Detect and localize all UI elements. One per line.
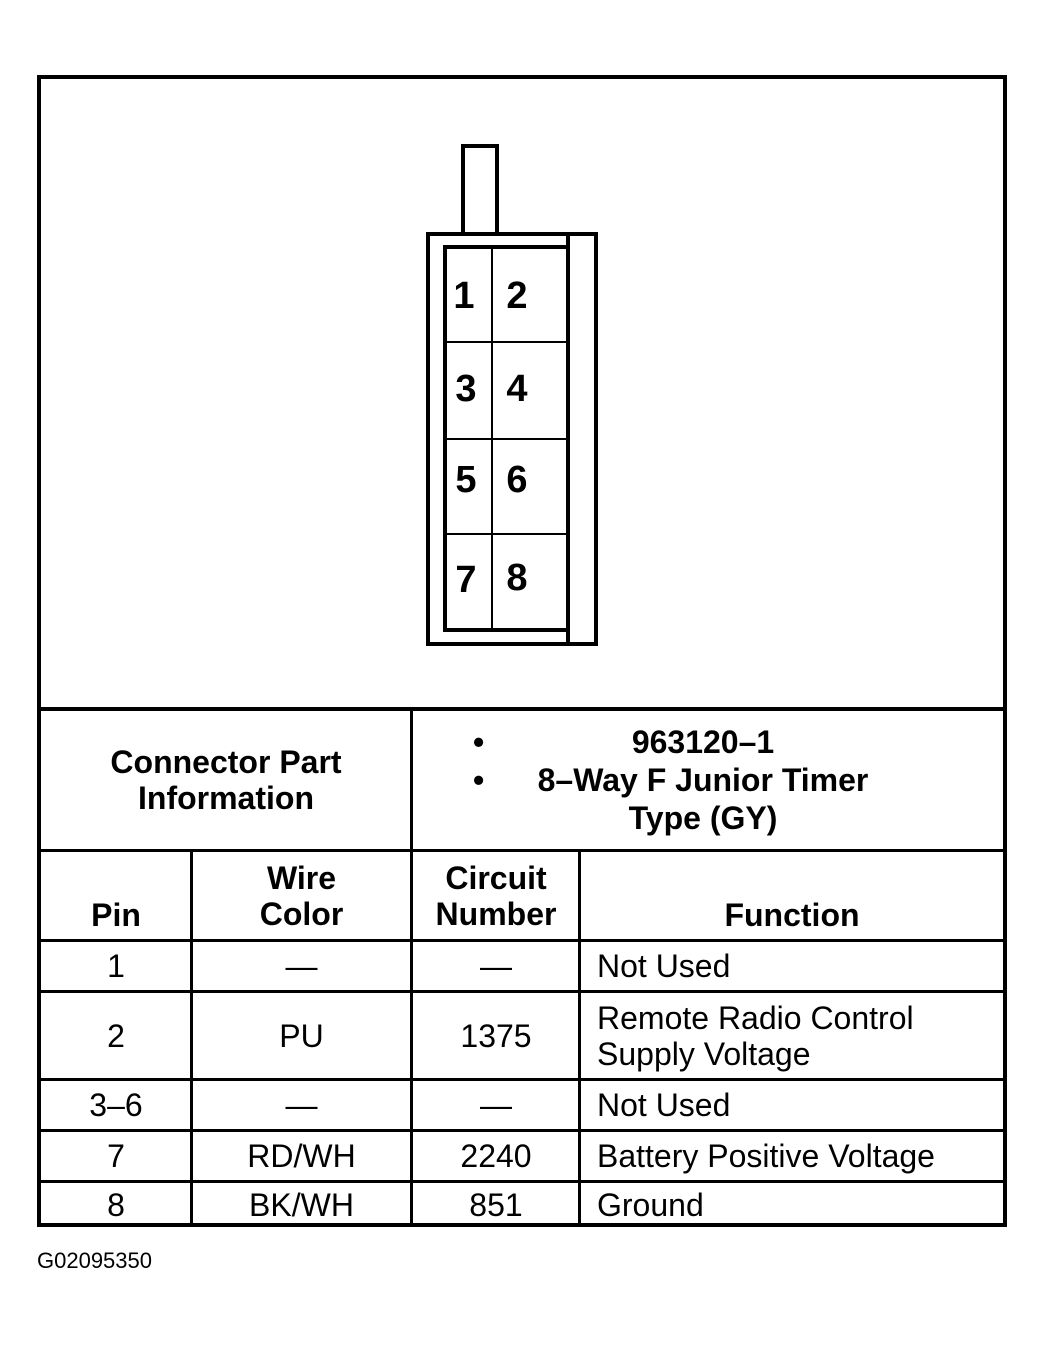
- table-header-row: Pin Wire Color Circuit Number Function: [41, 849, 1003, 939]
- cell-pin: 1: [107, 948, 125, 984]
- cell-pin: 2: [107, 1017, 125, 1054]
- pin-label-8: 8: [506, 557, 528, 599]
- cell-pin: 3–6: [89, 1087, 143, 1123]
- cell-function: Not Used: [597, 1087, 731, 1123]
- connector-table: Connector Part Information 963120–1 8–Wa…: [41, 707, 1003, 1227]
- cell-circuit-number: 1375: [460, 1017, 532, 1054]
- pin-label-6: 6: [506, 459, 528, 501]
- connector-type: 8–Way F Junior Timer Type (GY): [473, 761, 903, 837]
- cell-circuit-number: —: [480, 948, 512, 984]
- header-function: Function: [724, 897, 860, 933]
- connector-diagram: 1 2 3 4 5 6 7 8: [41, 79, 1003, 707]
- header-wire-color: Wire Color: [259, 859, 344, 932]
- connector-housing: [426, 232, 598, 646]
- cell-pin: 7: [107, 1138, 125, 1174]
- connector-info-row: Connector Part Information 963120–1 8–Wa…: [41, 711, 1003, 849]
- cell-wire-color: RD/WH: [247, 1138, 356, 1174]
- table-row: 2 PU 1375 Remote Radio Control Supply Vo…: [41, 990, 1003, 1078]
- cell-circuit-number: —: [480, 1087, 512, 1123]
- cell-circuit-number: 851: [469, 1187, 523, 1223]
- cell-function: Battery Positive Voltage: [597, 1138, 935, 1174]
- connector-info-label: Connector Part Information: [110, 744, 342, 816]
- part-number: 963120–1: [473, 723, 903, 761]
- table-row: 1 — — Not Used: [41, 939, 1003, 990]
- pin-label-2: 2: [506, 275, 528, 317]
- pin-label-3: 3: [455, 368, 477, 410]
- table-row: 8 BK/WH 851 Ground: [41, 1180, 1003, 1227]
- header-pin: Pin: [91, 897, 141, 933]
- connector-info-values: 963120–1 8–Way F Junior Timer Type (GY): [413, 711, 1003, 849]
- cell-circuit-number: 2240: [460, 1138, 532, 1174]
- pin-label-5: 5: [455, 459, 477, 501]
- cell-wire-color: —: [285, 1087, 318, 1123]
- cell-wire-color: PU: [279, 1017, 324, 1054]
- cell-function: Not Used: [597, 948, 731, 984]
- header-circuit-number: Circuit Number: [435, 859, 557, 932]
- cell-wire-color: —: [285, 948, 318, 984]
- pin-label-1: 1: [453, 275, 475, 317]
- cell-function: Remote Radio Control Supply Voltage: [597, 999, 914, 1072]
- pin-label-7: 7: [455, 559, 477, 601]
- figure-code: G02095350: [37, 1248, 152, 1273]
- table-row: 7 RD/WH 2240 Battery Positive Voltage: [41, 1129, 1003, 1180]
- cell-pin: 8: [107, 1187, 125, 1223]
- table-row: 3–6 — — Not Used: [41, 1078, 1003, 1129]
- connector-info-list: 963120–1 8–Way F Junior Timer Type (GY): [473, 723, 903, 837]
- cell-function: Ground: [597, 1187, 704, 1223]
- pin-label-4: 4: [506, 368, 528, 410]
- connector-frame: 1 2 3 4 5 6 7 8 Connector Part Informati…: [37, 75, 1007, 1227]
- connector-tab: [461, 144, 499, 236]
- cell-wire-color: BK/WH: [249, 1187, 354, 1223]
- connector-outline: [426, 144, 598, 646]
